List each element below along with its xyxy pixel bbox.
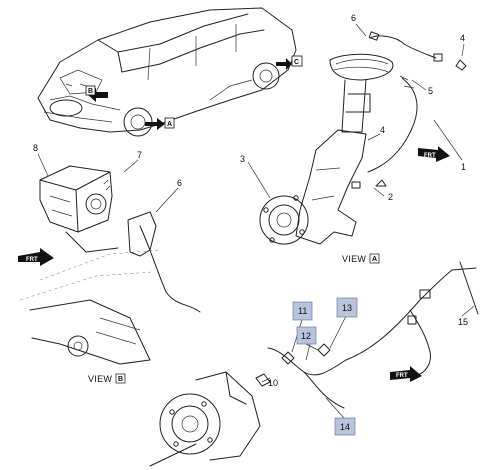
callout-8: 8 xyxy=(33,143,38,153)
frt-arrow-c: FRT xyxy=(390,366,422,382)
callout-7: 7 xyxy=(137,150,142,160)
view-a-label: VIEW A xyxy=(342,253,380,264)
view-marker-c: C xyxy=(276,55,303,70)
callout-12-box: 12 xyxy=(296,326,317,345)
view-labels: VIEW A VIEW B xyxy=(88,253,380,384)
callout-4b: 4 xyxy=(380,125,385,135)
callout-13: 13 xyxy=(342,303,352,313)
callout-5: 5 xyxy=(428,86,433,96)
callout-15: 15 xyxy=(458,317,468,327)
highlighted-callouts: 11 12 13 14 xyxy=(292,297,358,436)
view-b-abs-module: FRT xyxy=(18,165,201,365)
callout-11: 11 xyxy=(298,306,307,316)
frt-arrow-b: FRT xyxy=(18,248,54,266)
view-a-letter: A xyxy=(372,256,377,263)
callout-11-box: 11 xyxy=(292,301,313,321)
leader-lines xyxy=(37,23,475,419)
callout-12: 12 xyxy=(301,331,311,341)
callout-3: 3 xyxy=(240,154,245,164)
view-marker-b: B xyxy=(85,85,108,102)
callout-6-left: 6 xyxy=(177,178,182,188)
callout-14-box: 14 xyxy=(334,417,356,436)
frt-label-b: FRT xyxy=(26,257,38,263)
view-a-front-strut: FRT xyxy=(259,31,467,245)
view-c-rear-knuckle: FRT xyxy=(149,261,479,467)
view-a-text: VIEW xyxy=(342,254,366,264)
vehicle-overview: B A C xyxy=(37,7,303,137)
callout-2: 2 xyxy=(388,192,393,202)
view-marker-a: A xyxy=(145,117,175,130)
view-marker-a-letter: A xyxy=(167,121,172,128)
view-b-label: VIEW B xyxy=(88,373,126,384)
view-marker-b-letter: B xyxy=(88,88,93,95)
frt-label-a: FRT xyxy=(424,153,436,159)
view-b-text: VIEW xyxy=(88,374,112,384)
callout-13-box: 13 xyxy=(336,297,358,318)
view-b-letter: B xyxy=(118,376,123,383)
callout-labels: 6 4 5 4 1 3 2 8 7 6 10 15 xyxy=(33,13,468,388)
frt-arrow-a: FRT xyxy=(418,146,450,162)
frt-label-c: FRT xyxy=(396,373,408,379)
view-marker-c-letter: C xyxy=(294,59,299,66)
callout-6-top: 6 xyxy=(351,13,356,23)
callout-14: 14 xyxy=(340,422,350,432)
callout-10: 10 xyxy=(268,378,278,388)
callout-1: 1 xyxy=(461,162,466,172)
callout-4: 4 xyxy=(460,33,465,43)
